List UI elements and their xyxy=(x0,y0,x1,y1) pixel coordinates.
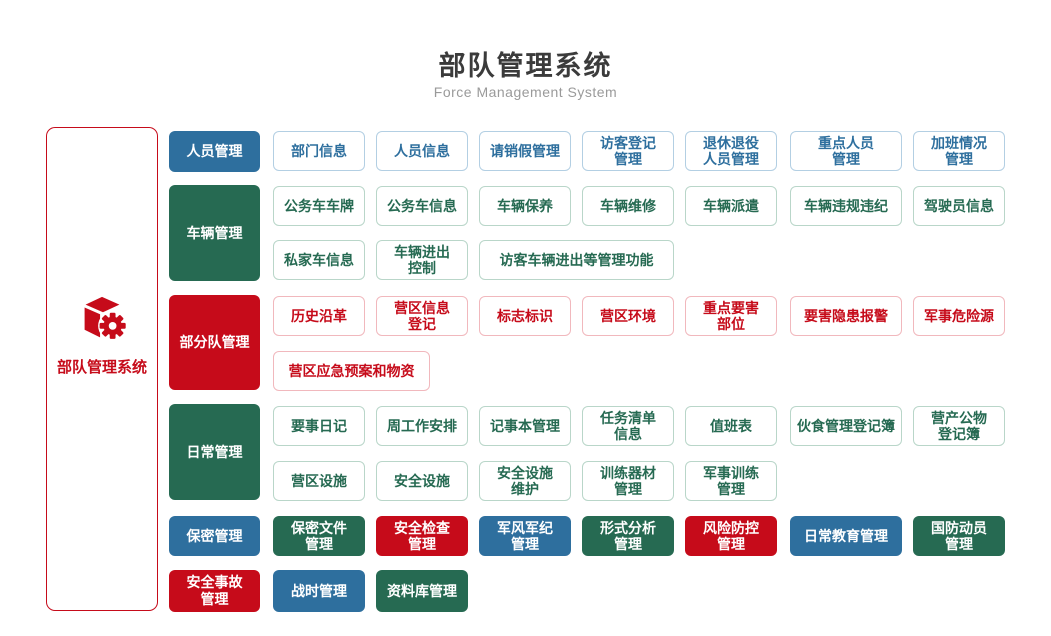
vehicle-node[interactable]: 车辆派遣 xyxy=(685,186,777,226)
daily-node[interactable]: 安全设施 维护 xyxy=(479,461,571,501)
daily-node[interactable]: 训练器材 管理 xyxy=(582,461,674,501)
group-header-vehicle[interactable]: 车辆管理 xyxy=(169,185,260,281)
subunit-node[interactable]: 营区环境 xyxy=(582,296,674,336)
group-header-personnel[interactable]: 人员管理 xyxy=(169,131,260,172)
vehicle-node[interactable]: 公务车车牌 xyxy=(273,186,365,226)
vehicle-node[interactable]: 驾驶员信息 xyxy=(913,186,1005,226)
subunit-node[interactable]: 要害隐患报警 xyxy=(790,296,902,336)
daily-node[interactable]: 要事日记 xyxy=(273,406,365,446)
secrecy-node[interactable]: 安全检查 管理 xyxy=(376,516,468,556)
cube-gear-icon xyxy=(84,296,128,340)
vehicle-node[interactable]: 车辆违规违纪 xyxy=(790,186,902,226)
subunit-node[interactable]: 营区信息 登记 xyxy=(376,296,468,336)
vehicle-node[interactable]: 公务车信息 xyxy=(376,186,468,226)
daily-node[interactable]: 军事训练 管理 xyxy=(685,461,777,501)
secrecy-node[interactable]: 保密文件 管理 xyxy=(273,516,365,556)
secrecy-node[interactable]: 国防动员 管理 xyxy=(913,516,1005,556)
subunit-node[interactable]: 重点要害 部位 xyxy=(685,296,777,336)
group-header-daily[interactable]: 日常管理 xyxy=(169,404,260,500)
personnel-node[interactable]: 部门信息 xyxy=(273,131,365,171)
vehicle-node[interactable]: 车辆进出 控制 xyxy=(376,240,468,280)
personnel-node[interactable]: 访客登记 管理 xyxy=(582,131,674,171)
secrecy-node[interactable]: 军风军纪 管理 xyxy=(479,516,571,556)
subunit-node[interactable]: 军事危险源 xyxy=(913,296,1005,336)
system-root-cluster: 部队管理系统 xyxy=(57,292,147,377)
vehicle-node[interactable]: 访客车辆进出等管理功能 xyxy=(479,240,674,280)
subunit-node[interactable]: 历史沿革 xyxy=(273,296,365,336)
daily-node[interactable]: 记事本管理 xyxy=(479,406,571,446)
daily-node[interactable]: 值班表 xyxy=(685,406,777,446)
secrecy-node[interactable]: 风险防控 管理 xyxy=(685,516,777,556)
group-header-subunit[interactable]: 部分队管理 xyxy=(169,295,260,390)
group-header-safety-incident[interactable]: 安全事故 管理 xyxy=(169,570,260,612)
vehicle-node[interactable]: 私家车信息 xyxy=(273,240,365,280)
system-root-node[interactable]: 部队管理系统 xyxy=(46,127,158,611)
group-header-secrecy[interactable]: 保密管理 xyxy=(169,516,260,556)
subunit-node[interactable]: 营区应急预案和物资 xyxy=(273,351,430,391)
safety-node[interactable]: 资料库管理 xyxy=(376,570,468,612)
subunit-node[interactable]: 标志标识 xyxy=(479,296,571,336)
secrecy-node[interactable]: 日常教育管理 xyxy=(790,516,902,556)
personnel-node[interactable]: 人员信息 xyxy=(376,131,468,171)
daily-node[interactable]: 周工作安排 xyxy=(376,406,468,446)
page-subtitle: Force Management System xyxy=(433,84,618,100)
personnel-node[interactable]: 退休退役 人员管理 xyxy=(685,131,777,171)
daily-node[interactable]: 伙食管理登记簿 xyxy=(790,406,902,446)
daily-node[interactable]: 营产公物 登记簿 xyxy=(913,406,1005,446)
personnel-node[interactable]: 重点人员 管理 xyxy=(790,131,902,171)
personnel-node[interactable]: 加班情况 管理 xyxy=(913,131,1005,171)
vehicle-node[interactable]: 车辆维修 xyxy=(582,186,674,226)
personnel-node[interactable]: 请销假管理 xyxy=(479,131,571,171)
secrecy-node[interactable]: 形式分析 管理 xyxy=(582,516,674,556)
system-root-label: 部队管理系统 xyxy=(56,358,147,376)
vehicle-node[interactable]: 车辆保养 xyxy=(479,186,571,226)
safety-node[interactable]: 战时管理 xyxy=(273,570,365,612)
daily-node[interactable]: 营区设施 xyxy=(273,461,365,501)
daily-node[interactable]: 任务清单 信息 xyxy=(582,406,674,446)
page-title: 部队管理系统 xyxy=(438,51,613,81)
daily-node[interactable]: 安全设施 xyxy=(376,461,468,501)
